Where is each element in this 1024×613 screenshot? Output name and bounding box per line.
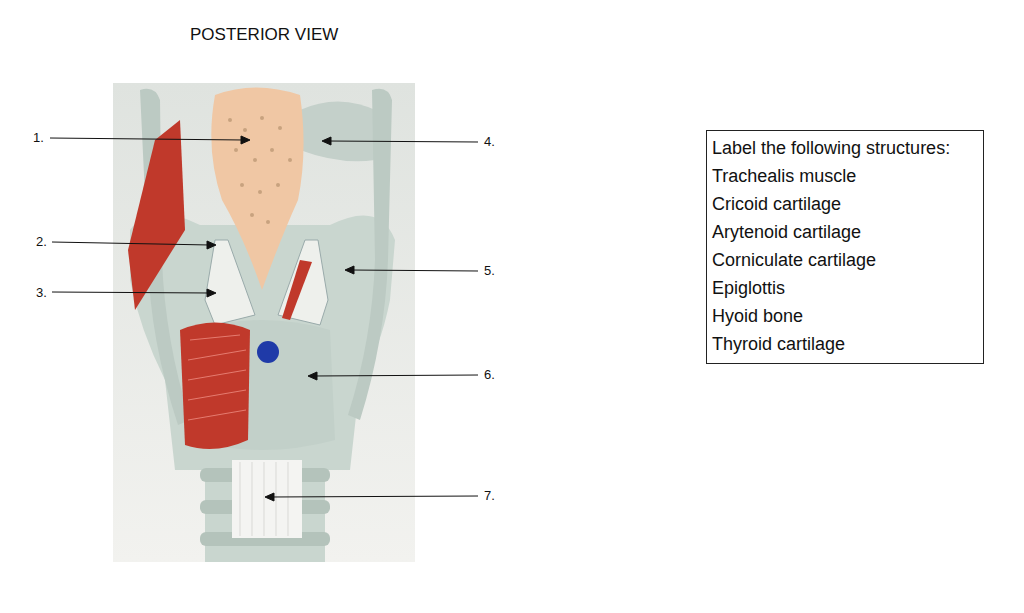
posterior-cricoarytenoid <box>180 323 250 450</box>
callout-number: 4. <box>484 134 495 149</box>
word-bank-text: Corniculate cartilage <box>712 246 978 274</box>
callout-number: 5. <box>484 263 495 278</box>
muscle <box>128 120 185 310</box>
thyroid-horn <box>348 89 392 420</box>
trachealis-muscle <box>232 460 302 538</box>
word-bank-text: Arytenoid cartilage <box>712 218 978 246</box>
title: POSTERIOR VIEW <box>190 25 338 45</box>
leader-lines <box>50 136 478 501</box>
callout-number: 6. <box>484 367 495 382</box>
word-bank-text: Cricoid cartilage <box>712 190 978 218</box>
model-pin <box>257 341 279 363</box>
arytenoid-cartilage <box>205 240 255 325</box>
muscle-fibers <box>240 462 288 536</box>
word-bank-text: Label the following structures: <box>712 134 978 162</box>
epiglottis-dots <box>228 116 292 224</box>
callout-number: 2. <box>36 234 47 249</box>
callout-number: 3. <box>36 285 47 300</box>
word-bank-text: Thyroid cartilage <box>712 330 978 358</box>
arytenoid-cartilage <box>278 240 328 325</box>
callout-number: 7. <box>484 488 495 503</box>
word-bank-text: Epiglottis <box>712 274 978 302</box>
muscle-fibers <box>188 335 246 420</box>
word-bank-text: Hyoid bone <box>712 302 978 330</box>
callout-number: 1. <box>33 130 44 145</box>
word-bank-text: Trachealis muscle <box>712 162 978 190</box>
word-bank-box: Label the following structures:Tracheali… <box>706 130 984 364</box>
photo-background <box>113 83 415 562</box>
muscle <box>282 260 312 320</box>
